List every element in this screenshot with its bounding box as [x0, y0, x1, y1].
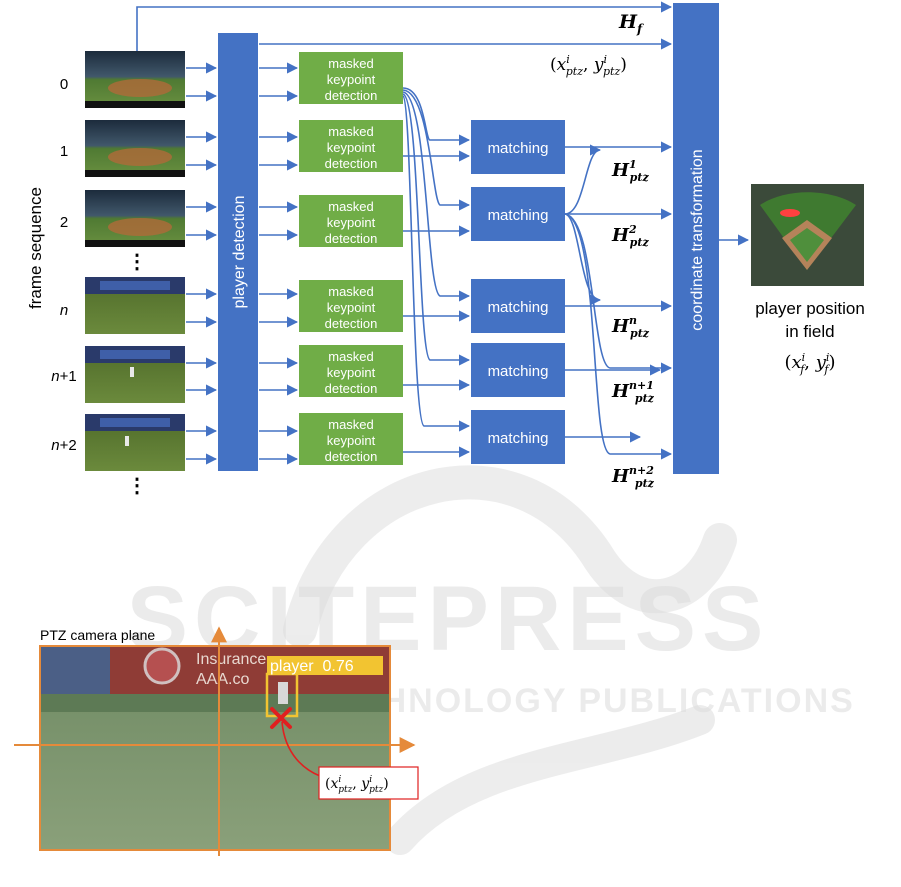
- frame-thumbnail-2: [85, 190, 185, 247]
- keypoint-label-1-line1: masked: [328, 124, 374, 139]
- matching-block-n: [471, 279, 565, 333]
- frame-index-1: 1: [60, 143, 68, 160]
- masked-keypoint-blocks: [299, 52, 403, 465]
- frame-index-0: 0: [60, 76, 68, 93]
- masked-keypoint-block-n-plus-1: [299, 345, 403, 397]
- coordinate-transformation-block: [673, 3, 719, 474]
- keypoint-label-0-line2: keypoint: [327, 72, 376, 87]
- keypoint-label-n1-line3: detection: [325, 381, 378, 396]
- keypoint-label-n2-line1: masked: [328, 417, 374, 432]
- keypoint-label-2-line3: detection: [325, 231, 378, 246]
- frame-thumbnail-1: [85, 120, 185, 177]
- keypoint-label-n1-line2: keypoint: [327, 365, 376, 380]
- banner-text-line1: Insurance: [196, 651, 266, 668]
- keypoint-label-n1-line1: masked: [328, 349, 374, 364]
- masked-keypoint-block-2: [299, 195, 403, 247]
- output-label-line1: player position: [755, 299, 865, 318]
- output-label-line2: in field: [785, 322, 834, 341]
- keypoint-to-matching-arrows: [402, 87, 471, 458]
- keypoint-label-n-line3: detection: [325, 316, 378, 331]
- masked-keypoint-block-n-plus-2: [299, 413, 403, 465]
- player-foot-marker: [270, 707, 292, 729]
- keypoint-label-n2-line2: keypoint: [327, 433, 376, 448]
- ptz-plane-border: [39, 645, 391, 851]
- player-detection-block: [218, 33, 258, 471]
- banner-text-line2: AAA.co: [196, 671, 249, 688]
- frame-thumbnail-n-plus-1: [85, 346, 185, 403]
- frame-thumbnail-0: [85, 51, 185, 108]
- frame-index-n-plus-2: n+2: [51, 437, 76, 454]
- frame-index-n-plus-1: n+1: [51, 368, 76, 385]
- frame-index-n: n: [60, 302, 68, 319]
- coordinate-transformation-label: coordinate transformation: [689, 149, 706, 330]
- matching-label-n-plus-2: matching: [488, 430, 549, 447]
- watermark: [283, 465, 737, 855]
- keypoint-label-n2-line3: detection: [325, 449, 378, 464]
- keypoint-label-2-line2: keypoint: [327, 215, 376, 230]
- frame-thumbnail-n-plus-2: [85, 414, 185, 471]
- matching-block-n-plus-2: [471, 410, 565, 464]
- detection-to-keypoint-arrows: [259, 62, 299, 465]
- matching-label-n: matching: [488, 299, 549, 316]
- detection-label-text: player 0.76: [270, 658, 354, 675]
- matching-block-n-plus-1: [471, 343, 565, 397]
- ptz-point-label-box: [318, 766, 419, 800]
- matching-blocks: [471, 120, 565, 464]
- masked-keypoint-block-n: [299, 280, 403, 332]
- keypoint-label-n-line2: keypoint: [327, 300, 376, 315]
- frame-thumbnails: [85, 51, 185, 471]
- ellipsis-middle: ⋮: [127, 251, 147, 273]
- masked-keypoint-block-1: [299, 120, 403, 172]
- keypoint-label-n-line1: masked: [328, 284, 374, 299]
- ptz-plane-title: PTZ camera plane: [40, 627, 155, 643]
- matching-label-1: matching: [488, 140, 549, 157]
- matching-block-1: [471, 120, 565, 174]
- keypoint-label-0-line3: detection: [325, 88, 378, 103]
- masked-keypoint-block-0: [299, 52, 403, 104]
- hf-label: Hf: [618, 11, 644, 36]
- player-figure: [278, 682, 288, 704]
- frame-sequence-label: frame sequence: [26, 187, 45, 309]
- frame-thumbnail-n: [85, 277, 185, 334]
- keypoint-label-1-line3: detection: [325, 156, 378, 171]
- keypoint-label-2-line1: masked: [328, 199, 374, 214]
- ptz-leader-line: [281, 721, 321, 777]
- detection-label-background: [267, 656, 383, 675]
- field-aerial-image: [751, 184, 864, 286]
- ptz-camera-image: Insurance AAA.co: [40, 646, 390, 850]
- frame-index-2: 2: [60, 214, 68, 231]
- keypoint-label-0-line1: masked: [328, 56, 374, 71]
- frame-to-detection-arrows: [186, 62, 218, 465]
- ellipsis-bottom: ⋮: [127, 475, 147, 497]
- matching-label-2: matching: [488, 207, 549, 224]
- hf-arrow: [136, 1, 673, 51]
- keypoint-label-1-line2: keypoint: [327, 140, 376, 155]
- matching-to-transform-arrows: [564, 141, 673, 460]
- player-detection-label: player detection: [231, 196, 248, 309]
- matching-block-2: [471, 187, 565, 241]
- matching-label-n-plus-1: matching: [488, 363, 549, 380]
